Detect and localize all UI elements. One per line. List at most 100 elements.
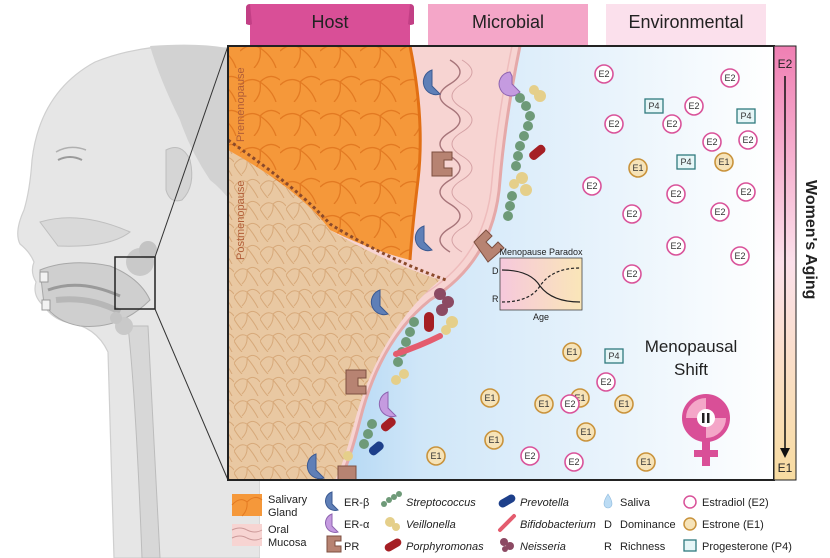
legend-estradiol-label: Estradiol (E2) xyxy=(702,497,769,509)
legend-mucosa-line1: Oral xyxy=(268,524,289,536)
e1-molecule-label: E1 xyxy=(488,435,499,445)
p4-molecule-label: P4 xyxy=(648,101,659,111)
p4-molecule: P4 xyxy=(736,108,756,124)
legend-salivary-line2: Gland xyxy=(268,507,297,519)
tab-host-label: Host xyxy=(311,12,348,32)
e1-molecule-label: E1 xyxy=(574,393,585,403)
er-alpha-receptor-1 xyxy=(498,71,521,97)
zoom-line-top xyxy=(154,45,229,258)
p4-molecule-label: P4 xyxy=(608,351,619,361)
paradox-r-label: R xyxy=(492,294,499,304)
e2-molecule-label: E2 xyxy=(608,119,619,129)
legend-er-beta: ER-β xyxy=(325,491,369,511)
paradox-xlabel: Age xyxy=(533,312,549,322)
e1-molecule: E1 xyxy=(636,452,656,472)
zoom-box xyxy=(114,256,156,310)
e1-molecule-label: E1 xyxy=(718,157,729,167)
e1-molecule: E1 xyxy=(480,388,500,408)
menopause-paradox-inset: Menopause Paradox D R Age xyxy=(492,247,583,322)
e2-molecule: E2 xyxy=(738,130,758,150)
microbe-cluster-mid xyxy=(391,288,458,385)
legend-porphyromonas-label: Porphyromonas xyxy=(406,541,484,553)
legend-estrone: Estrone (E1) xyxy=(683,517,764,531)
legend-er-alpha: ER-α xyxy=(325,513,370,533)
premenopause-label: Premenopause xyxy=(235,67,247,142)
legend-bifidobacterium: Bifidobacterium xyxy=(498,514,596,532)
e2-molecule-label: E2 xyxy=(724,73,735,83)
e1-molecule: E1 xyxy=(484,430,504,450)
tab-environmental-label: Environmental xyxy=(628,12,743,32)
e1-molecule-label: E1 xyxy=(538,399,549,409)
e2-molecule: E2 xyxy=(684,96,704,116)
legend-mucosa-line2: Mucosa xyxy=(268,537,307,549)
e1-molecule-label: E1 xyxy=(632,163,643,173)
e2-molecule: E2 xyxy=(702,132,722,152)
e2-molecule-label: E2 xyxy=(626,209,637,219)
legend-er-beta-label: ER-β xyxy=(344,497,369,509)
dominance-curve xyxy=(501,269,581,303)
er-beta-receptor-1 xyxy=(422,69,441,96)
legend-neisseria: Neisseria xyxy=(500,538,566,553)
e2-molecule-label: E2 xyxy=(600,377,611,387)
e1-molecule: E1 xyxy=(628,158,648,178)
e2-molecule-label: E2 xyxy=(670,189,681,199)
microbe-cluster-bottom xyxy=(343,417,396,461)
legend-salivary-line1: Salivary xyxy=(268,494,308,506)
e2-molecule: E2 xyxy=(594,64,614,84)
pr-receptor-1 xyxy=(431,151,453,177)
legend-dominance-label: Dominance xyxy=(620,519,676,531)
aging-arrow-head xyxy=(780,448,790,458)
legend-veillonella-label: Veillonella xyxy=(406,519,456,531)
e2-molecule-label: E2 xyxy=(688,101,699,111)
e2-molecule-label: E2 xyxy=(740,187,751,197)
e2-molecule-label: E2 xyxy=(598,69,609,79)
e1-molecule-label: E1 xyxy=(566,347,577,357)
legend-saliva: Saliva xyxy=(603,493,651,509)
legend-richness-label: Richness xyxy=(620,541,666,553)
e2-molecule-label: E2 xyxy=(524,451,535,461)
e2-molecule-label: E2 xyxy=(626,269,637,279)
legend-progesterone: Progesterone (P4) xyxy=(683,539,792,553)
e2-molecule: E2 xyxy=(730,246,750,266)
p4-molecule: P4 xyxy=(604,348,624,364)
legend-richness: R Richness xyxy=(604,541,666,553)
legend: Salivary Gland Oral Mucosa ER-β ER-α PR … xyxy=(231,491,792,553)
e2-molecule: E2 xyxy=(564,452,584,472)
pr-receptor-4 xyxy=(337,465,357,480)
e2-molecule-label: E2 xyxy=(734,251,745,261)
tab-microbial: Microbial xyxy=(428,4,588,46)
legend-veillonella: Veillonella xyxy=(385,517,456,531)
e1-molecule: E1 xyxy=(614,394,634,414)
p4-molecule-label: P4 xyxy=(680,157,691,167)
e2-molecule: E2 xyxy=(560,394,580,414)
shift-label-line2: Shift xyxy=(674,360,708,379)
e2-molecule: E2 xyxy=(622,264,642,284)
e1-molecule-label: E1 xyxy=(430,451,441,461)
e2-molecule: E2 xyxy=(662,114,682,134)
tab-host: Host xyxy=(246,4,414,46)
legend-salivary-gland: Salivary Gland xyxy=(231,494,308,519)
legend-prevotella-label: Prevotella xyxy=(520,497,569,509)
legend-r-symbol: R xyxy=(604,541,612,553)
er-beta-receptor-3 xyxy=(370,289,389,316)
e2-molecule-label: E2 xyxy=(586,181,597,191)
postmenopause-label: Postmenopause xyxy=(235,181,247,261)
legend-saliva-label: Saliva xyxy=(620,497,651,509)
e1-molecule: E1 xyxy=(562,342,582,362)
female-symbol-icon xyxy=(682,394,730,466)
zoom-line-bottom xyxy=(154,308,229,481)
legend-dominance: D Dominance xyxy=(604,519,676,531)
e2-molecule: E2 xyxy=(666,236,686,256)
e2-molecule: E2 xyxy=(710,202,730,222)
e2-molecule-label: E2 xyxy=(670,241,681,251)
e2-molecule: E2 xyxy=(622,204,642,224)
legend-streptococcus-label: Streptococcus xyxy=(406,497,476,509)
paradox-d-label: D xyxy=(492,266,499,276)
e1-molecule-label: E1 xyxy=(640,457,651,467)
aging-bottom-label: E1 xyxy=(778,461,793,475)
legend-estradiol: Estradiol (E2) xyxy=(683,495,769,509)
aging-top-label: E2 xyxy=(778,57,793,71)
head-silhouette xyxy=(17,44,260,558)
